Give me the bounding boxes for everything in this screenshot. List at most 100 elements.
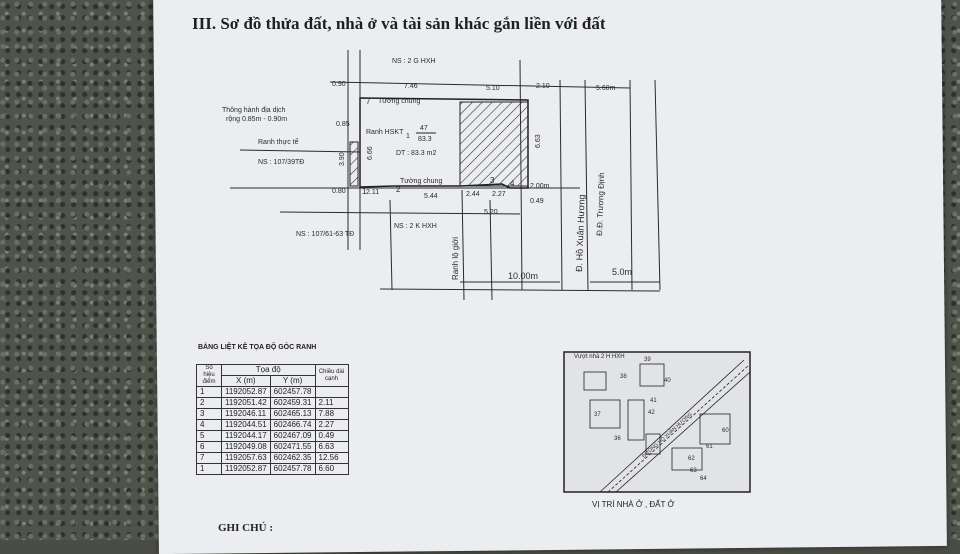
plan-line	[559, 79, 563, 291]
dim-label: 5.0m	[612, 267, 632, 277]
street-label: Đ. Hồ Xuân Hương	[574, 194, 587, 272]
lot-number: 39	[644, 357, 651, 363]
col-header-y: Y (m)	[269, 375, 316, 387]
parcel-fraction-bottom: 83.3	[418, 136, 432, 143]
dim-label: 0.80	[332, 188, 346, 195]
vicinity-label: Vượt nhà 2 H HXH	[574, 354, 625, 360]
wall-label: Tường chung	[400, 178, 442, 185]
cell-x: 1192049.08	[221, 441, 271, 453]
lot-number: 62	[688, 456, 695, 462]
boundary-label: Ranh HSKT	[366, 129, 404, 136]
col-header-x: X (m)	[221, 375, 271, 387]
note-label: Thông hành địa dịch	[222, 107, 286, 114]
parcel-number: 1	[406, 133, 410, 140]
plan-line	[461, 189, 465, 301]
cell-length: 2.27	[314, 419, 349, 431]
cell-y: 602467.09	[269, 430, 316, 442]
wall-label: Tường chung	[378, 98, 420, 105]
parcel-fraction-top: 47	[420, 125, 428, 132]
point-label: 7	[366, 97, 371, 106]
lot-number: 42	[648, 410, 655, 416]
plan-line	[389, 199, 393, 291]
vicinity-caption: VỊ TRÍ NHÀ Ở , ĐẤT Ở	[592, 500, 675, 509]
table-header-row: Số hiệu điểm Tọa độ Chiều dài cạnh	[196, 364, 349, 387]
point-label: 3	[490, 176, 495, 185]
area-label: DT : 83.3 m2	[396, 150, 436, 157]
plan-line	[329, 81, 631, 89]
cell-y: 602462.35	[269, 452, 316, 464]
road-label: NS : 107/61-63 TĐ	[296, 231, 354, 238]
cell-y: 602457.78	[269, 463, 316, 475]
dim-label: 6.66	[367, 146, 374, 160]
plan-line	[584, 79, 589, 291]
dim-label: 7.46	[404, 83, 418, 90]
lot-number: 37	[594, 412, 601, 418]
table-row: 4 1192044.51 602466.74 2.27	[196, 419, 349, 431]
cell-length: 6.63	[314, 441, 349, 453]
cell-point: 2	[196, 397, 222, 409]
cell-point: 1	[196, 463, 222, 475]
plan-line	[239, 149, 361, 153]
col-header-point: Số hiệu điểm	[196, 364, 222, 387]
lot-number: 63	[690, 468, 697, 474]
cell-point: 6	[196, 441, 222, 453]
top-road-label: NS : 2 G HXH	[392, 58, 436, 65]
cell-y: 602457.78	[269, 386, 316, 398]
table-row: 3 1192046.11 602465.13 7.88	[196, 408, 349, 420]
notes-heading: GHI CHÚ :	[218, 522, 273, 534]
dim-label: 3.90	[339, 152, 346, 166]
lot-number: 38	[620, 374, 627, 380]
dim-label: 0.49	[530, 198, 544, 205]
street-label: Đ.Đ. Trương Định	[595, 172, 606, 236]
cell-x: 1192046.11	[221, 408, 271, 420]
plan-line	[654, 79, 661, 291]
table-row: 1 1192052.87 602457.78	[196, 386, 349, 398]
road-label: NS : 2 K HXH	[394, 223, 437, 230]
dim-label: 5.44	[424, 193, 438, 200]
lot-number: 60	[722, 428, 729, 434]
dim-label: 5.20	[484, 209, 498, 216]
table-row: 1 1192052.87 602457.78 6.60	[196, 463, 349, 475]
point-label: 2	[396, 185, 401, 194]
dim-label: 2.10	[536, 83, 550, 90]
cell-x: 1192052.87	[221, 386, 271, 398]
dim-label: 5.60m	[596, 85, 616, 92]
cell-x: 1192044.17	[221, 430, 271, 442]
lot-number: 36	[614, 436, 621, 442]
dim-label: 10.00m	[508, 271, 538, 281]
cell-y: 602459.31	[269, 397, 316, 409]
section-heading: III. Sơ đồ thửa đất, nhà ở và tài sản kh…	[192, 14, 606, 33]
note-label: rộng 0.85m - 0.90m	[226, 116, 287, 123]
cell-length: 12.56	[314, 452, 349, 464]
dim-label: 2.27	[492, 191, 506, 198]
cell-length: 0.49	[314, 430, 349, 442]
cell-x: 1192057.63	[221, 452, 271, 464]
hatched-house-area	[459, 101, 529, 187]
coordinates-table: Số hiệu điểm Tọa độ Chiều dài cạnh X (m)…	[196, 364, 349, 475]
table-row: 5 1192044.17 602467.09 0.49	[196, 430, 349, 442]
left-road-label: NS : 107/39TĐ	[258, 159, 304, 166]
plan-line	[629, 79, 633, 291]
dim-label: 0.85	[336, 121, 350, 128]
cell-length: 6.60	[314, 463, 349, 475]
lot-number: 61	[706, 444, 713, 450]
table-title: BẢNG LIỆT KÊ TỌA ĐỘ GÓC RANH	[198, 344, 317, 351]
dim-label: 2.11	[366, 189, 379, 196]
col-header-length: Chiều dài cạnh	[314, 364, 349, 387]
cell-x: 1192052.87	[221, 463, 271, 475]
dim-label: 2.00m	[530, 183, 550, 190]
plan-line	[489, 199, 493, 301]
lot-number: 41	[650, 398, 657, 404]
boundary-label: Ranh thực tế	[258, 137, 299, 146]
cell-point: 5	[196, 430, 222, 442]
cell-point: 1	[196, 386, 222, 398]
cell-length: 7.88	[314, 408, 349, 420]
table-row: 7 1192057.63 602462.35 12.56	[196, 452, 349, 464]
table-row: 2 1192051.42 602459.31 2.11	[196, 397, 349, 409]
cell-y: 602466.74	[269, 419, 316, 431]
cell-length: 2.11	[314, 397, 349, 409]
table-row: 6 1192049.08 602471.55 6.63	[196, 441, 349, 453]
cell-x: 1192044.51	[221, 419, 271, 431]
plan-line	[379, 288, 661, 292]
vicinity-map: Vượt nhà 2 H HXH ĐƯỜNG HỒ XUÂN HƯƠNG 39 …	[563, 351, 751, 493]
